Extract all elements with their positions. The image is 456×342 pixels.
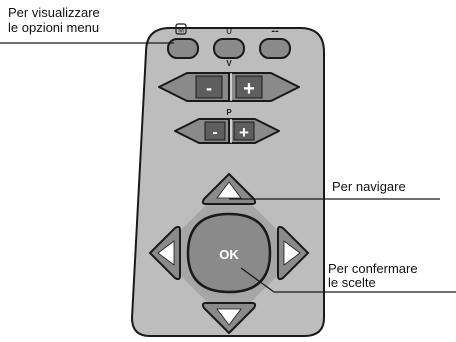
confirm-callout-line1: Per confermare [328, 261, 418, 276]
top-button-dash[interactable] [259, 38, 291, 59]
program-minus[interactable]: - [212, 124, 217, 141]
menu-icon-label: M [178, 28, 184, 35]
up-arrow-icon [216, 181, 242, 199]
volume-plus[interactable]: + [243, 78, 255, 100]
menu-callout-line1: Per visualizzare [8, 5, 100, 20]
zero-button-label: 0 [226, 26, 232, 37]
volume-minus[interactable]: - [206, 78, 212, 98]
confirm-callout-line2: le scelte [328, 275, 376, 290]
menu-callout-line2: le opzioni menu [8, 20, 100, 35]
program-plus[interactable]: + [239, 123, 249, 142]
top-button-zero[interactable] [213, 38, 245, 59]
dash-button-label: -- [271, 25, 279, 37]
ok-button[interactable] [186, 212, 272, 294]
volume-label: V [226, 59, 232, 68]
right-arrow-icon [283, 240, 301, 266]
navigate-callout: Per navigare [332, 179, 406, 194]
down-arrow-icon [216, 308, 242, 326]
program-label: P [226, 108, 232, 117]
left-arrow-icon [157, 240, 175, 266]
program-rocker[interactable] [174, 118, 280, 144]
menu-icon [175, 23, 187, 35]
top-button-menu[interactable] [167, 38, 199, 59]
ok-label[interactable]: OK [219, 247, 239, 262]
confirm-callout-line-a [240, 267, 275, 293]
volume-rocker[interactable] [158, 72, 300, 102]
